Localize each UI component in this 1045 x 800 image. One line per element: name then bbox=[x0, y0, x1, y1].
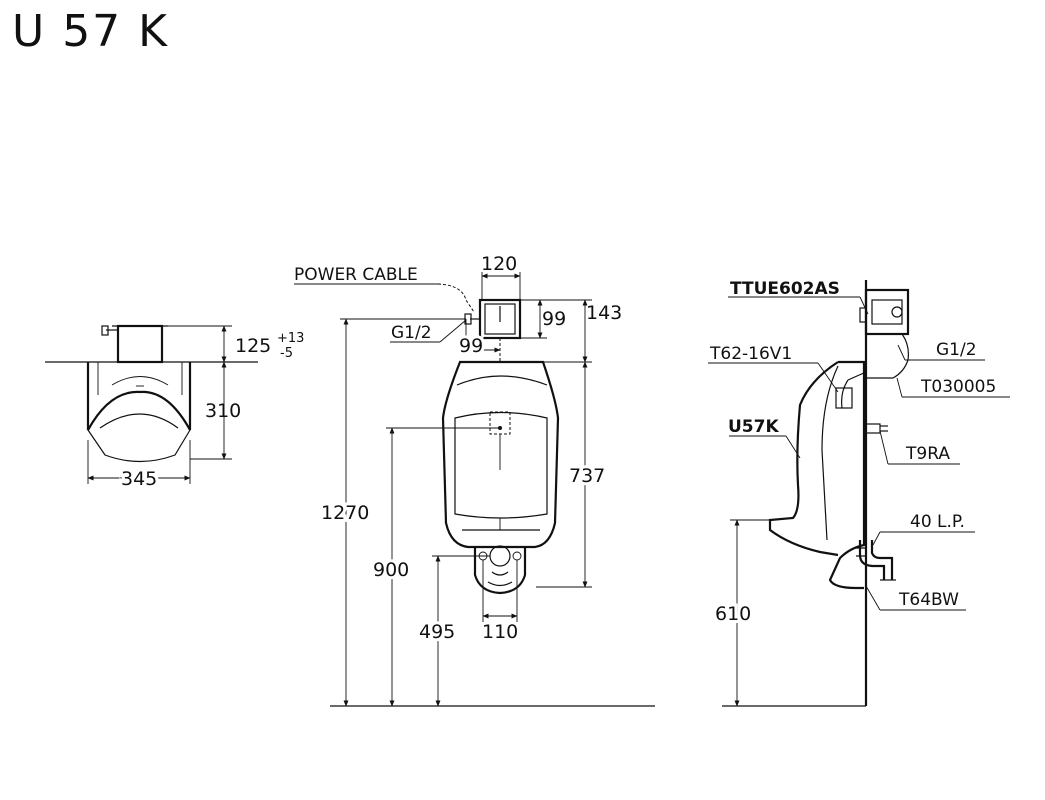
drawing-title: U 57 K bbox=[12, 6, 170, 57]
label-power-cable: POWER CABLE bbox=[294, 265, 418, 285]
label-hose-part: T030005 bbox=[920, 377, 996, 397]
label-trap-size: 40 L.P. bbox=[910, 512, 965, 532]
dim-rim-height: 610 bbox=[715, 603, 751, 625]
label-sensor-part: TTUE602AS bbox=[730, 279, 840, 299]
top-view: 125 +13 -5 310 345 bbox=[45, 324, 304, 493]
label-trap-part: T64BW bbox=[898, 590, 959, 610]
dim-sensor-width: 120 bbox=[481, 253, 517, 275]
dim-tolerance-plus: +13 bbox=[277, 331, 304, 346]
dim-sensor-total: 143 bbox=[586, 302, 622, 324]
dim-total-height: 1270 bbox=[321, 502, 369, 524]
label-hanger-part: T9RA bbox=[905, 444, 950, 464]
dim-outlet-width: 110 bbox=[482, 621, 518, 643]
dim-body-height: 737 bbox=[569, 465, 605, 487]
dim-top-height: 125 bbox=[235, 335, 271, 357]
dim-sensor-height: 99 bbox=[542, 308, 566, 330]
dim-top-depth: 310 bbox=[205, 400, 241, 422]
dim-outlet-height: 495 bbox=[419, 621, 455, 643]
dim-inlet-offset: 99 bbox=[459, 335, 483, 357]
label-front-inlet: G1/2 bbox=[391, 323, 432, 343]
label-side-inlet: G1/2 bbox=[936, 340, 977, 360]
label-spreader-part: T62-16V1 bbox=[709, 344, 792, 364]
dim-top-width: 345 bbox=[121, 468, 157, 490]
dim-tolerance-minus: -5 bbox=[280, 346, 293, 361]
front-view: 120 99 143 99 POWER CABLE G1/2 737 1270 … bbox=[294, 253, 655, 707]
dim-inlet-height: 900 bbox=[373, 559, 409, 581]
label-urinal-part: U57K bbox=[728, 417, 779, 437]
side-view: TTUE602AS T62-16V1 U57K G1/2 T030005 T9R… bbox=[708, 279, 1010, 707]
